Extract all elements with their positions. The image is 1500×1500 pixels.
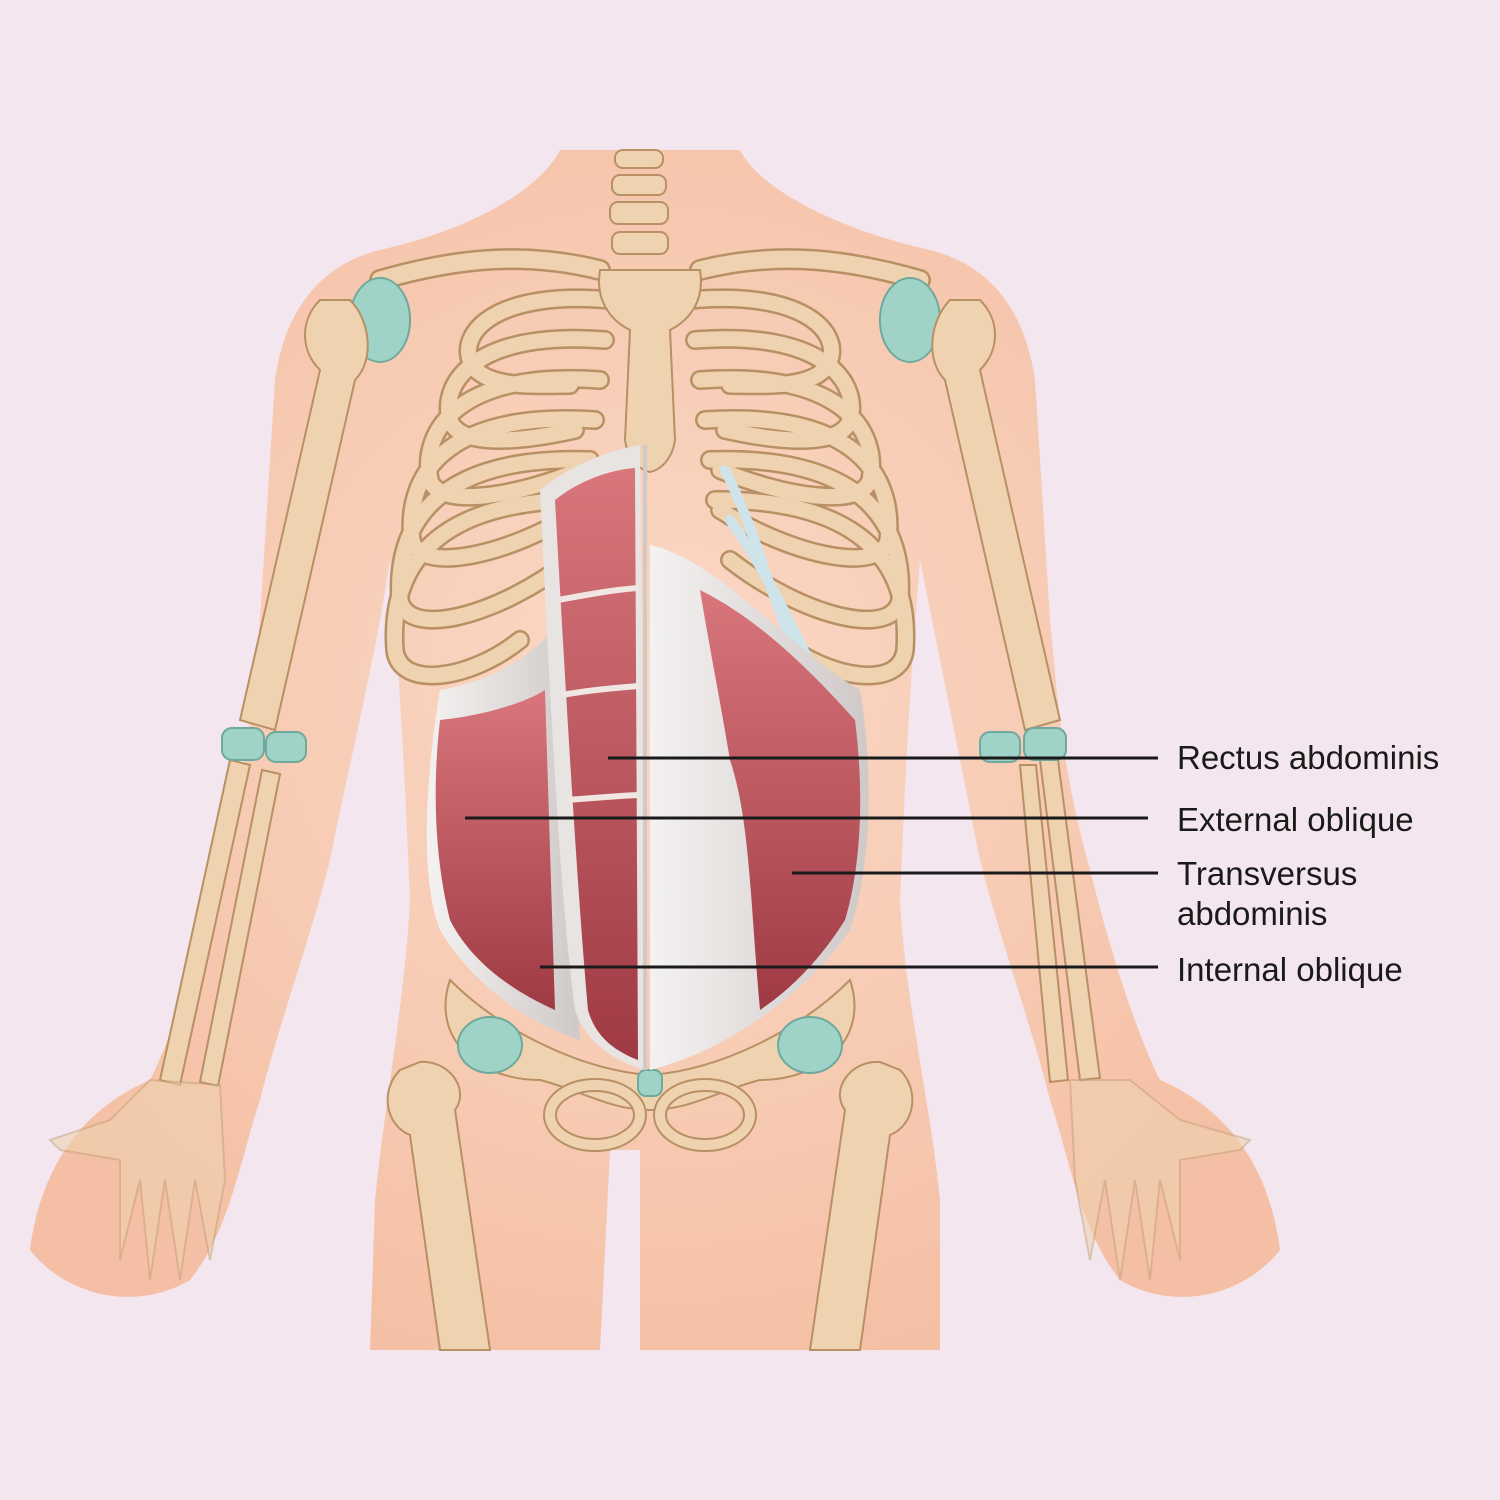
label-transversus-abdominis: Transversus abdominis [1177,855,1358,932]
label-internal-oblique: Internal oblique [1177,951,1403,988]
arm-bones [158,299,1102,1088]
rib-cage [384,288,916,705]
leader-lines [465,756,1158,969]
hands [48,1078,1252,1281]
elbow-joints [221,727,1067,763]
pelvis [444,978,856,1152]
abdominal-muscles [426,445,869,1070]
sternum [598,269,702,474]
label-external-oblique: External oblique [1177,801,1414,838]
label-rectus-abdominis: Rectus abdominis [1177,739,1440,776]
cervical-spine [609,149,669,255]
femurs [386,1060,914,1351]
